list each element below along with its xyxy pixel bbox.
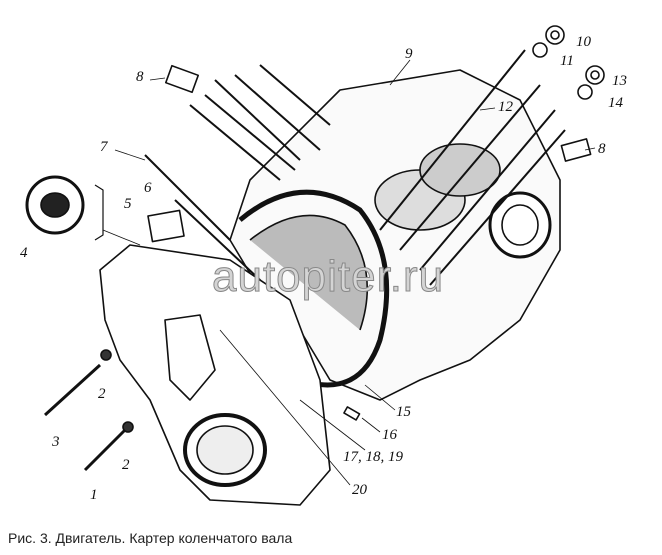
plate-part-8 (164, 64, 200, 94)
callout-6: 6 (144, 180, 152, 196)
plate-part-5 (147, 209, 185, 243)
callout-17-18-19: 17, 18, 19 (343, 449, 403, 465)
plate-part-8b (560, 138, 592, 162)
callout-4: 4 (20, 245, 28, 261)
callout-11: 11 (560, 53, 574, 69)
front-cover (99, 244, 331, 506)
callout-5: 5 (124, 196, 132, 212)
callout-15: 15 (396, 404, 411, 420)
callout-2: 2 (98, 386, 106, 402)
callout-9: 9 (405, 46, 413, 62)
figure-caption: Рис. 3. Двигатель. Картер коленчатого ва… (8, 530, 293, 546)
callout-8b: 8 (598, 141, 606, 157)
callout-7: 7 (100, 139, 108, 155)
callout-10: 10 (576, 34, 591, 50)
flywheel-housing-ring (238, 189, 390, 388)
studs (144, 49, 566, 286)
callout-1: 1 (90, 487, 98, 503)
leader-lines (102, 59, 596, 486)
callout-13: 13 (612, 73, 627, 89)
callout-12: 12 (498, 99, 513, 115)
callout-20: 20 (352, 482, 367, 498)
callout-2b: 2 (122, 457, 130, 473)
callout-16: 16 (382, 427, 397, 443)
callout-14: 14 (608, 95, 623, 111)
watermark: autopiter.ru (211, 252, 445, 302)
callout-3: 3 (52, 434, 60, 450)
seal-part-4 (25, 175, 85, 235)
callout-8: 8 (136, 69, 144, 85)
